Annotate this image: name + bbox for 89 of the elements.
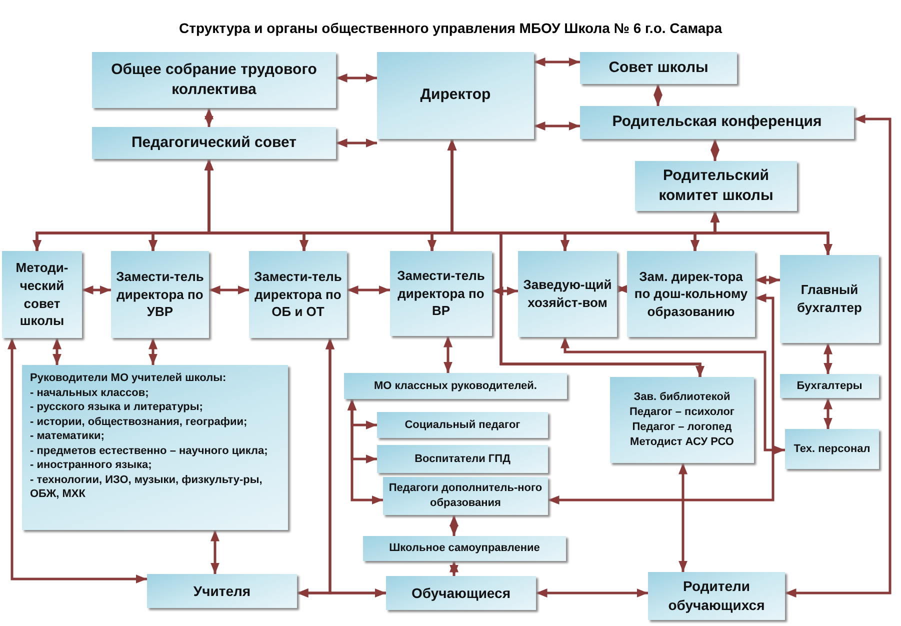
connector-arrow	[755, 276, 780, 284]
org-box	[249, 251, 347, 338]
box-label: Родительский комитет школы	[658, 166, 774, 206]
box-label: Тех. персонал	[794, 442, 870, 456]
org-box	[92, 127, 336, 159]
box-label: Главный бухгалтер	[796, 281, 863, 317]
org-box	[580, 52, 737, 84]
box-label: Бухгалтеры	[796, 378, 862, 394]
connector-arrow	[348, 399, 383, 504]
box-label: Школьное самоуправление	[389, 541, 540, 556]
box-label: Зам. дирек-тора по дош-кольному образованию	[633, 268, 749, 320]
box-label: Воспитатели ГПД	[414, 452, 510, 466]
org-box	[92, 52, 336, 108]
org-box	[635, 161, 797, 211]
connector-arrow	[209, 286, 249, 294]
box-label: Директор	[420, 85, 491, 106]
connector-arrow	[347, 286, 390, 294]
org-box	[648, 572, 785, 620]
org-box	[147, 574, 297, 608]
connector-arrow	[204, 108, 214, 127]
box-label: Родительская конференция	[612, 112, 822, 132]
connector-arrow	[616, 284, 628, 294]
org-box	[610, 377, 754, 463]
org-box	[386, 576, 536, 610]
org-box	[22, 365, 288, 530]
box-label: Методист АСУ РСО	[630, 434, 734, 450]
box-label: Замести-тель директора по УВР	[115, 268, 205, 321]
box-label: Педагогический совет	[132, 132, 296, 153]
connector-arrow	[297, 588, 386, 598]
org-box	[580, 106, 854, 139]
list-item: - иностранного языка;	[30, 458, 152, 473]
box-label: Заведую-щий хозяйст-вом	[522, 276, 613, 312]
connector-arrow	[444, 336, 452, 373]
connector-arrow	[210, 530, 220, 574]
box-label: Замести-тель директора по ВР	[396, 267, 486, 320]
org-box	[377, 52, 534, 139]
org-box	[785, 429, 879, 469]
box-label: Замести-тель директора по ОБ и ОТ	[253, 268, 343, 321]
list-item: - технологии, ИЗО, музыки, физкульту-ры, ОБЖ, МХК	[30, 472, 264, 502]
box-label: Педагог – психолог	[629, 405, 735, 420]
connector-arrow	[548, 294, 774, 504]
connector-arrow	[534, 122, 580, 130]
box-label: Зав. библиотекой	[634, 390, 730, 406]
org-box	[518, 251, 617, 337]
connector-arrow	[654, 84, 662, 106]
connector-arrow	[824, 343, 832, 374]
connector-arrow	[336, 74, 377, 82]
connector-arrow	[492, 286, 518, 296]
connector-arrow	[536, 588, 648, 598]
box-label: Совет школы	[608, 58, 708, 78]
org-box	[344, 373, 567, 399]
list-item: - начальных классов;	[30, 386, 149, 400]
connector-arrow	[824, 398, 832, 429]
org-box	[780, 374, 879, 398]
connector-arrow	[336, 138, 377, 148]
box-label: Родители обучающихся	[667, 577, 766, 615]
org-box	[780, 255, 879, 343]
connector-arrow	[678, 463, 688, 572]
org-box	[363, 536, 566, 561]
box-label: МО классных руководителей.	[374, 378, 537, 394]
box-label: Руководители МО учителей школы:	[30, 371, 226, 386]
org-box	[2, 251, 82, 338]
org-box	[111, 251, 209, 338]
connector-arrow	[8, 338, 147, 584]
list-item: - истории, обществознания, географии;	[30, 414, 248, 430]
connector-arrow	[148, 338, 158, 365]
box-label: Социальный педагог	[404, 418, 520, 432]
connector-arrow	[52, 338, 62, 365]
list-item: - предметов естественно – научного цикла;	[30, 444, 268, 458]
connector-arrow	[82, 286, 111, 294]
connector-arrow	[450, 561, 458, 576]
connector-arrow	[710, 139, 720, 161]
org-box	[390, 251, 492, 336]
box-label: Обучающиеся	[412, 584, 510, 602]
box-label: Педагоги дополнитель-ного образования	[388, 481, 544, 511]
box-label: Учителя	[193, 582, 251, 600]
connector-arrow	[785, 114, 892, 598]
box-label: Педагог – логопед	[632, 420, 732, 435]
connector-arrow	[450, 515, 458, 536]
diagram-title: Структура и органы общественного управления МБОУ Школа № 6 г.о. Самара	[178, 20, 724, 36]
org-box	[377, 412, 548, 438]
box-label: Общее собрание трудового коллектива	[110, 60, 318, 100]
org-box	[377, 445, 548, 473]
list-item: - русского языка и литературы;	[30, 400, 203, 415]
box-label: Методи-ческий совет школы	[14, 259, 70, 330]
connector-arrow	[534, 58, 580, 66]
org-box	[627, 251, 755, 337]
connector-arrow	[560, 337, 785, 454]
list-item: - математики;	[30, 429, 104, 444]
